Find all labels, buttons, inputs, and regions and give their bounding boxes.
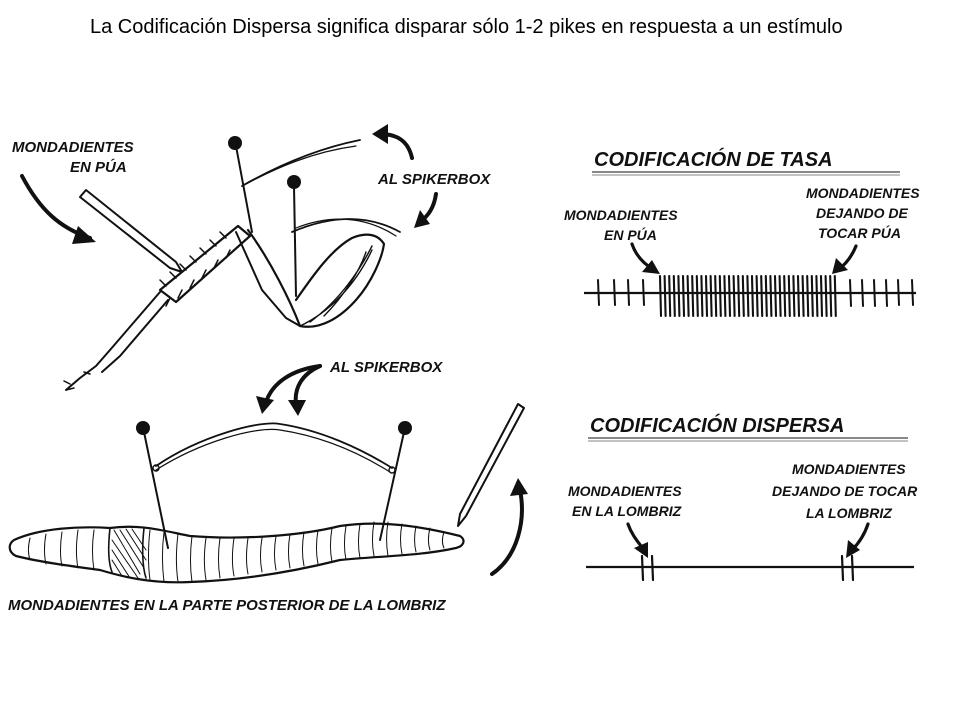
arrow-icon xyxy=(264,364,322,404)
spike-mark xyxy=(806,274,810,318)
spike-mark xyxy=(681,274,686,318)
spike-mark xyxy=(760,274,764,318)
rate-coding-panel: CODIFICACIÓN DE TASA MONDADIENTES EN PÚA… xyxy=(564,147,920,318)
rate-start-label: MONDADIENTES xyxy=(564,207,678,223)
sparse-start-label: EN LA LOMBRIZ xyxy=(572,503,682,519)
toothpick-icon xyxy=(79,189,183,273)
spike-mark xyxy=(787,274,791,318)
spike-mark xyxy=(709,274,713,318)
pin-icon xyxy=(287,175,301,297)
toothpick-label: MONDADIENTES xyxy=(12,139,134,156)
spike-mark xyxy=(695,274,699,318)
sparse-coding-panel: CODIFICACIÓN DISPERSA MONDADIENTES EN LA… xyxy=(568,413,918,582)
spike-mark xyxy=(824,274,828,318)
spike-mark xyxy=(885,279,888,307)
spike-mark xyxy=(727,274,732,318)
spike-mark xyxy=(650,554,655,582)
earthworm-icon xyxy=(8,522,465,584)
rate-coding-title: CODIFICACIÓN DE TASA xyxy=(594,147,833,171)
spike-mark xyxy=(668,274,672,318)
spike-mark xyxy=(737,274,741,318)
spike-mark xyxy=(769,274,773,318)
spike-mark xyxy=(783,274,787,318)
spikerbox-label: AL SPIKERBOX xyxy=(329,359,443,376)
spike-mark xyxy=(597,279,600,306)
spike-mark xyxy=(849,279,852,307)
spike-mark xyxy=(792,274,796,318)
caption-text: La Codificación Dispersa significa dispa… xyxy=(90,16,843,38)
sparse-end-label: DEJANDO DE TOCAR xyxy=(772,483,918,499)
toothpick-label: MONDADIENTES EN LA PARTE POSTERIOR DE LA… xyxy=(8,597,446,614)
spike-mark xyxy=(796,274,801,318)
spike-mark xyxy=(750,274,755,318)
spike-mark xyxy=(642,279,645,306)
spike-mark xyxy=(718,274,722,318)
sparse-spike-train xyxy=(640,554,855,582)
rate-spike-train xyxy=(597,274,914,318)
spike-mark xyxy=(746,274,750,318)
spike-mark xyxy=(911,279,914,306)
spike-mark xyxy=(640,554,645,582)
spike-mark xyxy=(833,274,837,318)
spike-mark xyxy=(810,274,814,318)
worm-clitellum xyxy=(107,527,147,579)
sparse-coding-title: CODIFICACIÓN DISPERSA xyxy=(590,413,844,437)
spike-mark xyxy=(700,274,704,318)
spike-mark xyxy=(815,274,819,318)
spike-mark xyxy=(755,274,759,318)
spike-mark xyxy=(658,274,663,318)
pin-icon xyxy=(228,136,253,233)
spike-mark xyxy=(741,274,745,318)
spike-mark xyxy=(873,279,876,307)
cricket-leg-icon xyxy=(63,224,386,391)
toothpick-icon xyxy=(457,403,525,527)
spike-mark xyxy=(897,279,900,306)
spike-mark xyxy=(663,274,667,318)
spike-mark xyxy=(850,554,855,582)
cricket-leg-illustration: MONDADIENTES EN PÚA AL SPIKERBOX xyxy=(12,124,491,391)
pin-icon xyxy=(379,421,412,541)
spike-mark xyxy=(801,274,805,318)
spike-mark xyxy=(732,274,736,318)
earthworm-illustration: AL SPIKERBOX MONDADIENTES EN LA PARTE PO… xyxy=(8,359,528,614)
spike-mark xyxy=(691,274,695,318)
spike-mark xyxy=(704,274,709,318)
spike-mark xyxy=(723,274,727,318)
sparse-end-label: MONDADIENTES xyxy=(792,461,906,477)
spike-mark xyxy=(686,274,690,318)
worm-segments xyxy=(28,521,445,583)
pin-icon xyxy=(136,421,169,549)
spike-mark xyxy=(829,274,833,318)
spike-mark xyxy=(677,274,681,318)
spikerbox-label: AL SPIKERBOX xyxy=(377,171,491,188)
toothpick-label: EN PÚA xyxy=(70,158,127,176)
spike-mark xyxy=(672,274,676,318)
spike-mark xyxy=(714,274,718,318)
rate-start-label: EN PÚA xyxy=(604,226,657,243)
spike-mark xyxy=(627,279,630,306)
spike-mark xyxy=(861,279,864,307)
rate-end-label: MONDADIENTES xyxy=(806,185,920,201)
electrode-wire xyxy=(152,422,396,474)
sparse-end-label: LA LOMBRIZ xyxy=(806,505,892,521)
spike-mark xyxy=(819,274,824,318)
sparse-start-label: MONDADIENTES xyxy=(568,483,682,499)
rate-end-label: TOCAR PÚA xyxy=(818,224,901,241)
spike-mark xyxy=(778,274,782,318)
spike-mark xyxy=(773,274,778,318)
electrode-wire xyxy=(241,139,401,237)
spike-mark xyxy=(840,554,845,582)
spike-mark xyxy=(613,279,616,306)
rate-end-label: DEJANDO DE xyxy=(816,205,908,221)
spike-mark xyxy=(764,274,768,318)
arrow-icon xyxy=(490,488,524,576)
